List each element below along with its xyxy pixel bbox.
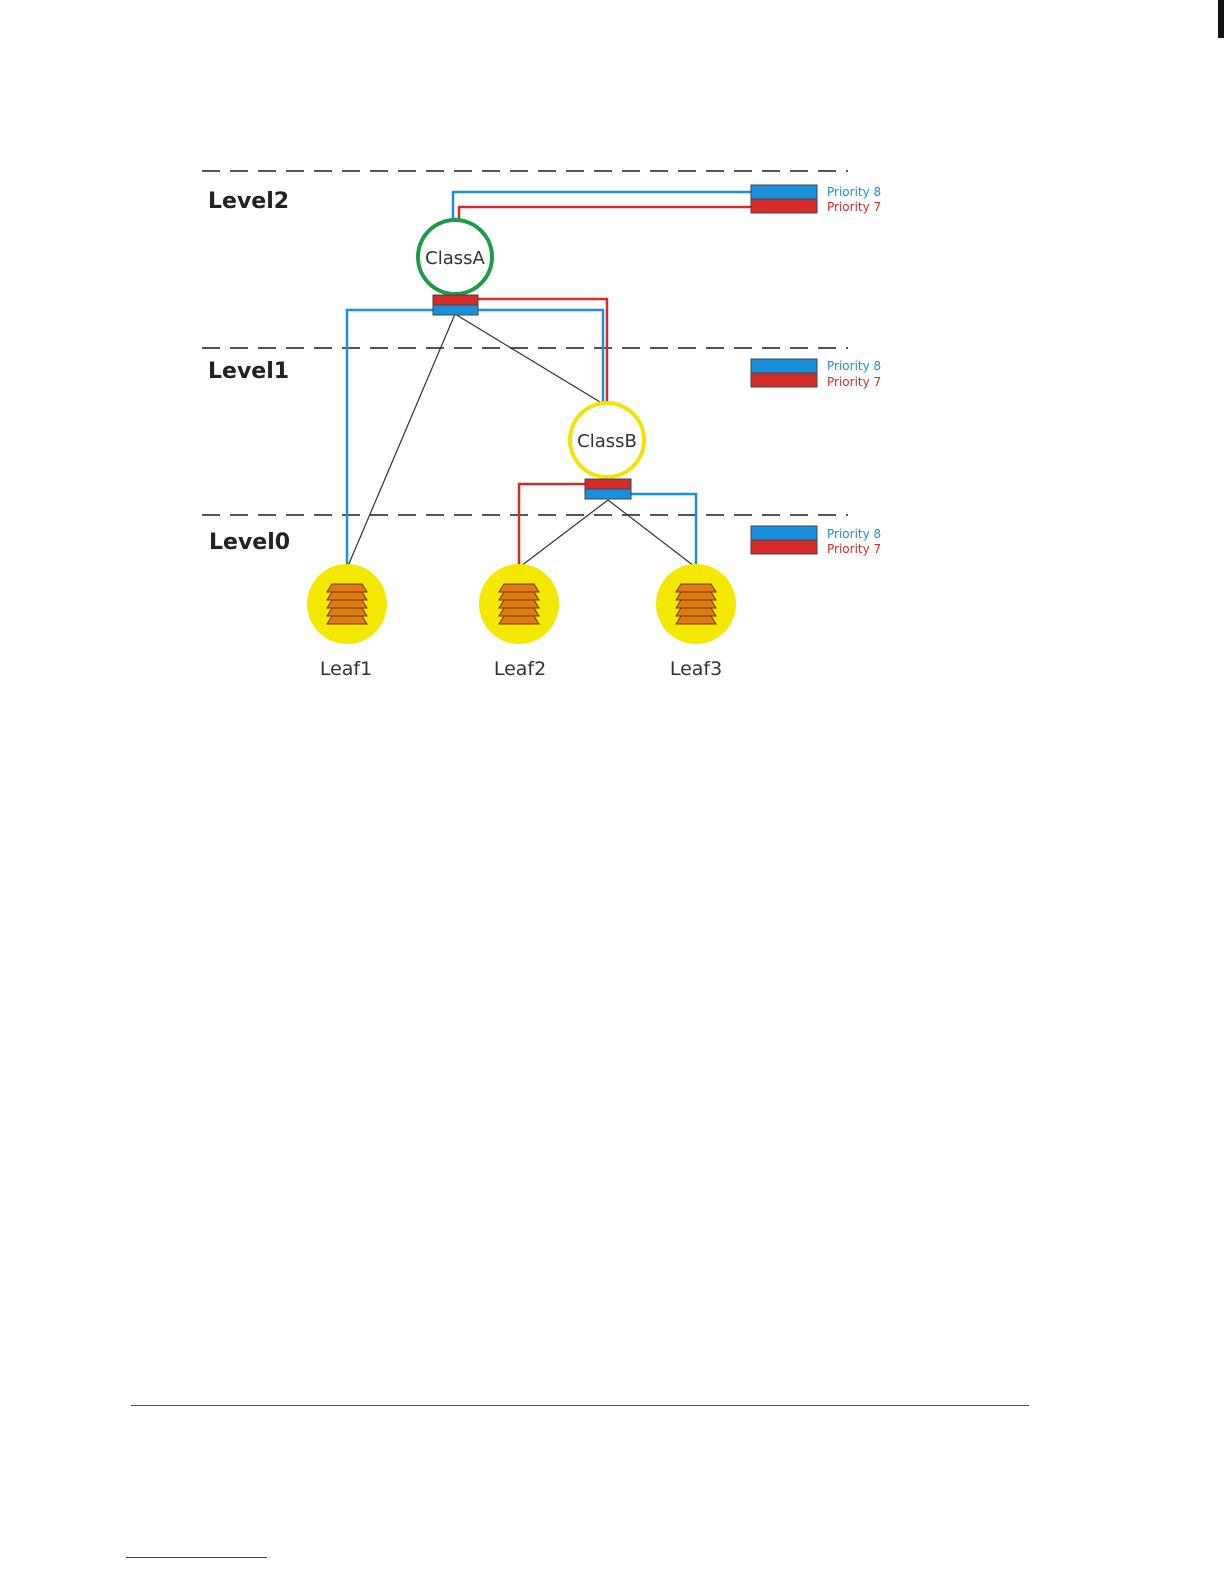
level0-priority-legend: Priority 8 Priority 7 [751, 526, 881, 556]
level1-priority-legend: Priority 8 Priority 7 [751, 359, 881, 389]
leaf1-node: Leaf1 [307, 564, 387, 680]
class-a-node: ClassA [418, 220, 492, 294]
level1-priority8-label: Priority 8 [827, 359, 881, 373]
leaf1-queue-stack-icon [327, 584, 367, 624]
class-b-label: ClassB [577, 431, 637, 452]
classa-to-classb-line [455, 314, 600, 402]
classa-to-classb-red-link [478, 299, 607, 404]
hierarchy-diagram: Level2 Level1 Level0 ClassA ClassB Prior… [0, 0, 1224, 1400]
leaf3-queue-stack-icon [676, 584, 716, 624]
level0-priority8-label: Priority 8 [827, 527, 881, 541]
leaf3-label: Leaf3 [670, 658, 722, 680]
footnote-divider [126, 1557, 267, 1558]
class-a-label: ClassA [425, 248, 485, 269]
footer-divider [131, 1405, 1029, 1406]
level0-label: Level0 [209, 530, 290, 555]
level2-priority7-label: Priority 7 [827, 200, 881, 214]
level1-label: Level1 [208, 359, 289, 384]
level1-priority7-label: Priority 7 [827, 375, 881, 389]
leaf3-node: Leaf3 [656, 564, 736, 680]
classb-to-leaf3-line [608, 500, 694, 566]
classa-to-leaf1-line [348, 314, 455, 566]
class-a-queue [433, 295, 478, 315]
leaf2-queue-stack-icon [499, 584, 539, 624]
classb-to-leaf2-line [521, 500, 608, 566]
level0-priority7-label: Priority 7 [827, 542, 881, 556]
level2-priority7-link [459, 207, 752, 220]
level2-priority-legend: Priority 8 Priority 7 [751, 185, 881, 214]
leaf2-label: Leaf2 [494, 658, 546, 680]
leaf2-node: Leaf2 [479, 564, 559, 680]
level2-priority8-label: Priority 8 [827, 185, 881, 199]
classb-to-leaf3-blue-link [630, 494, 696, 566]
leaf1-label: Leaf1 [320, 658, 372, 680]
level2-label: Level2 [208, 189, 289, 214]
class-b-queue [585, 479, 631, 499]
classa-to-classb-blue-link [478, 310, 603, 404]
class-b-node: ClassB [570, 403, 644, 477]
